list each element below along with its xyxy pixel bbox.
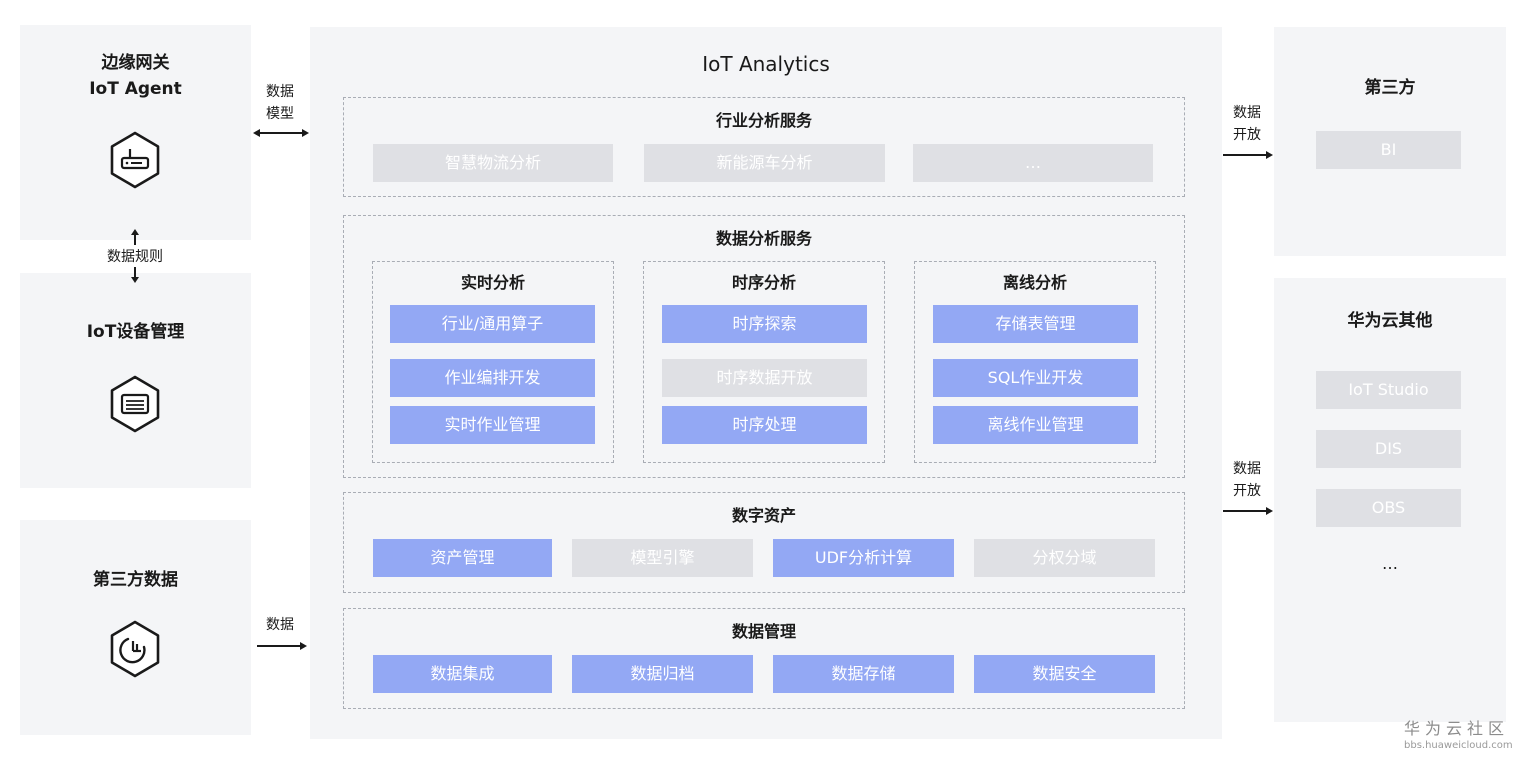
timeseries-explore-chip: 时序探索 (662, 305, 867, 343)
timeseries-analysis-title: 时序分析 (731, 273, 796, 292)
iot-agent-title: IoT Agent (89, 79, 182, 99)
huawei-cloud-community-watermark: 华为云社区 (1404, 719, 1510, 738)
device-server-icon (110, 375, 160, 433)
data-integration-chip: 数据集成 (373, 655, 552, 693)
data-rules-up-arrow (131, 229, 139, 245)
permission-domain-chip: 分权分域 (974, 539, 1155, 577)
huawei-cloud-more-label: … (1382, 554, 1398, 573)
data-input-label: 数据 (266, 617, 294, 633)
huawei-cloud-community-url: bbs.huaweicloud.com (1404, 740, 1513, 751)
data-model-double-arrow (253, 129, 309, 137)
data-open-top-label-line2: 开放 (1233, 127, 1261, 143)
iot-studio-chip: IoT Studio (1316, 371, 1461, 409)
third-party-data-title: 第三方数据 (93, 570, 178, 590)
data-management-section: 数据管理 (343, 608, 1185, 709)
timeseries-data-open-chip: 时序数据开放 (662, 359, 867, 397)
digital-assets-title: 数字资产 (731, 506, 796, 525)
offline-job-mgmt-chip: 离线作业管理 (933, 406, 1138, 444)
data-open-bottom-arrow (1223, 507, 1273, 515)
data-security-chip: 数据安全 (974, 655, 1155, 693)
chart-gauge-icon (110, 620, 160, 678)
dis-chip: DIS (1316, 430, 1461, 468)
third-party-data-panel: 第三方数据 (20, 520, 251, 735)
sql-job-dev-chip: SQL作业开发 (933, 359, 1138, 397)
smart-logistics-analysis-chip: 智慧物流分析 (373, 144, 613, 182)
udf-analysis-compute-chip: UDF分析计算 (773, 539, 954, 577)
storage-table-mgmt-chip: 存储表管理 (933, 305, 1138, 343)
data-analysis-title: 数据分析服务 (715, 229, 812, 248)
obs-chip: OBS (1316, 489, 1461, 527)
industry-general-operator-chip: 行业/通用算子 (390, 305, 595, 343)
edge-gateway-panel: 边缘网关 IoT Agent (20, 25, 251, 240)
iot-device-mgmt-title: IoT设备管理 (86, 322, 185, 342)
timeseries-processing-chip: 时序处理 (662, 406, 867, 444)
data-rules-down-arrow (131, 267, 139, 283)
router-icon (110, 131, 160, 189)
realtime-job-mgmt-chip: 实时作业管理 (390, 406, 595, 444)
offline-analysis-title: 离线分析 (1002, 273, 1067, 292)
third-party-title: 第三方 (1364, 78, 1416, 98)
industry-analysis-section: 行业分析服务 (343, 97, 1185, 197)
bi-chip: BI (1316, 131, 1461, 169)
industry-more-chip: … (913, 144, 1153, 182)
job-orchestration-dev-chip: 作业编排开发 (390, 359, 595, 397)
realtime-analysis-title: 实时分析 (460, 273, 525, 292)
edge-gateway-title: 边缘网关 (101, 53, 170, 73)
data-storage-chip: 数据存储 (773, 655, 954, 693)
data-management-title: 数据管理 (731, 622, 796, 641)
data-rules-label: 数据规则 (107, 249, 163, 265)
data-open-bottom-label-line2: 开放 (1233, 483, 1261, 499)
asset-mgmt-chip: 资产管理 (373, 539, 552, 577)
data-open-top-label-line1: 数据 (1233, 105, 1261, 121)
offline-analysis-group: 离线分析 (914, 261, 1156, 463)
data-archive-chip: 数据归档 (572, 655, 753, 693)
data-open-bottom-label-line1: 数据 (1233, 461, 1261, 477)
realtime-analysis-group: 实时分析 (372, 261, 614, 463)
iot-analytics-title: IoT Analytics (702, 52, 830, 76)
data-model-label-line2: 模型 (266, 106, 294, 122)
data-analysis-section: 数据分析服务 (343, 215, 1185, 478)
data-open-top-arrow (1223, 151, 1273, 159)
digital-assets-section: 数字资产 (343, 492, 1185, 593)
timeseries-analysis-group: 时序分析 (643, 261, 885, 463)
iot-device-mgmt-panel: IoT设备管理 (20, 273, 251, 488)
data-model-label-line1: 数据 (266, 84, 294, 100)
huawei-cloud-other-title: 华为云其他 (1347, 311, 1433, 331)
model-engine-chip: 模型引擎 (572, 539, 753, 577)
industry-analysis-title: 行业分析服务 (715, 111, 812, 130)
new-energy-vehicle-analysis-chip: 新能源车分析 (644, 144, 885, 182)
data-input-arrow (257, 642, 307, 650)
